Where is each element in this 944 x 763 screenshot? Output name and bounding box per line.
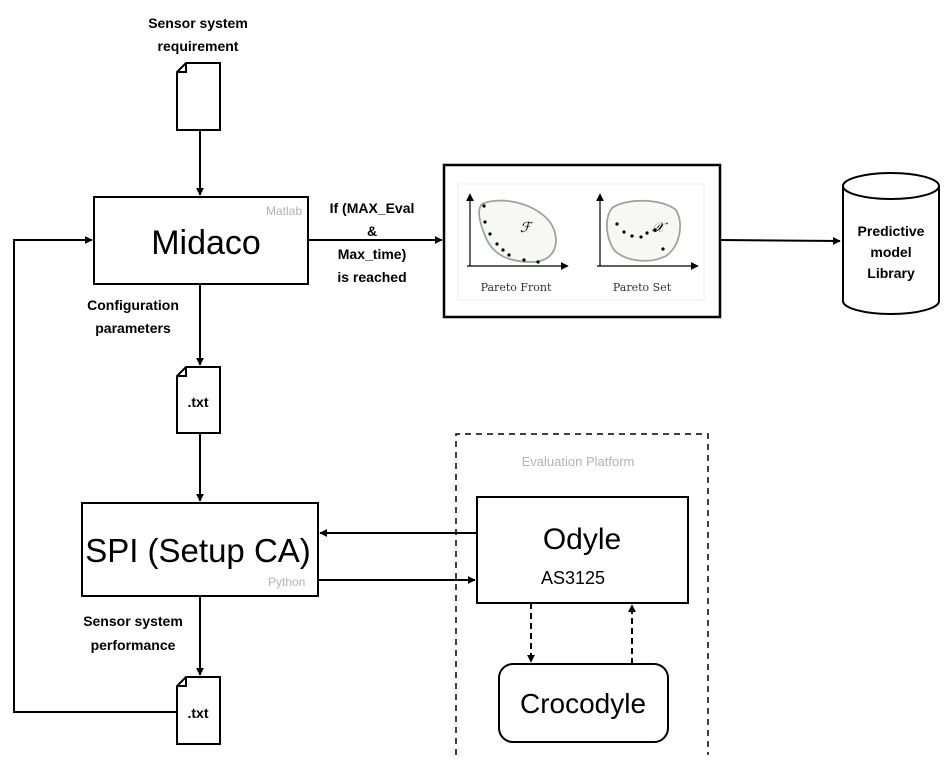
matlab-tag: Matlab [266, 204, 302, 218]
python-tag: Python [268, 575, 305, 589]
library-label-line1: Predictive [858, 223, 925, 239]
requirement-document-icon [176, 62, 221, 131]
crocodyle-box [498, 663, 669, 743]
config-file-label: .txt [188, 394, 209, 410]
performance-label-line2: performance [91, 637, 176, 653]
library-database-icon [842, 172, 940, 315]
pareto-front-plot: ℱ Pareto Front [466, 193, 569, 294]
pareto-front-symbol: ℱ [520, 220, 534, 236]
pareto-to-library-arrow [719, 236, 841, 245]
config-label-line2: parameters [95, 320, 171, 336]
spi-box [81, 502, 319, 597]
library-label-line2: model [870, 244, 911, 260]
library-label-line3: Library [867, 265, 915, 281]
stop-condition-line3: Max_time) [338, 246, 406, 262]
pareto-front-caption: Pareto Front [481, 281, 552, 294]
spi-title: SPI (Setup CA) [85, 532, 311, 569]
stop-condition-line4: is reached [337, 269, 406, 285]
odyle-model: AS3125 [541, 568, 605, 588]
performance-file-icon [176, 676, 221, 745]
evaluation-platform-title: Evaluation Platform [522, 454, 635, 469]
performance-file-label: .txt [188, 705, 209, 721]
performance-label-line1: Sensor system [83, 613, 183, 629]
crocodyle-title: Crocodyle [520, 688, 646, 719]
requirement-label-line1: Sensor system [148, 15, 248, 31]
config-label-line1: Configuration [87, 297, 179, 313]
config-file-icon [176, 366, 221, 434]
stop-condition-line2: & [367, 223, 377, 239]
stop-condition-line1: If (MAX_Eval [330, 200, 415, 216]
midaco-title: Midaco [151, 224, 261, 262]
odyle-box [476, 496, 689, 604]
pareto-set-caption: Pareto Set [613, 281, 672, 294]
requirement-label-line2: requirement [158, 38, 239, 54]
odyle-title: Odyle [543, 523, 621, 556]
feedback-loop-arrow [13, 236, 177, 713]
pareto-set-plot: 𝒳 Pareto Set [596, 193, 699, 294]
pareto-set-symbol: 𝒳 [652, 220, 668, 236]
